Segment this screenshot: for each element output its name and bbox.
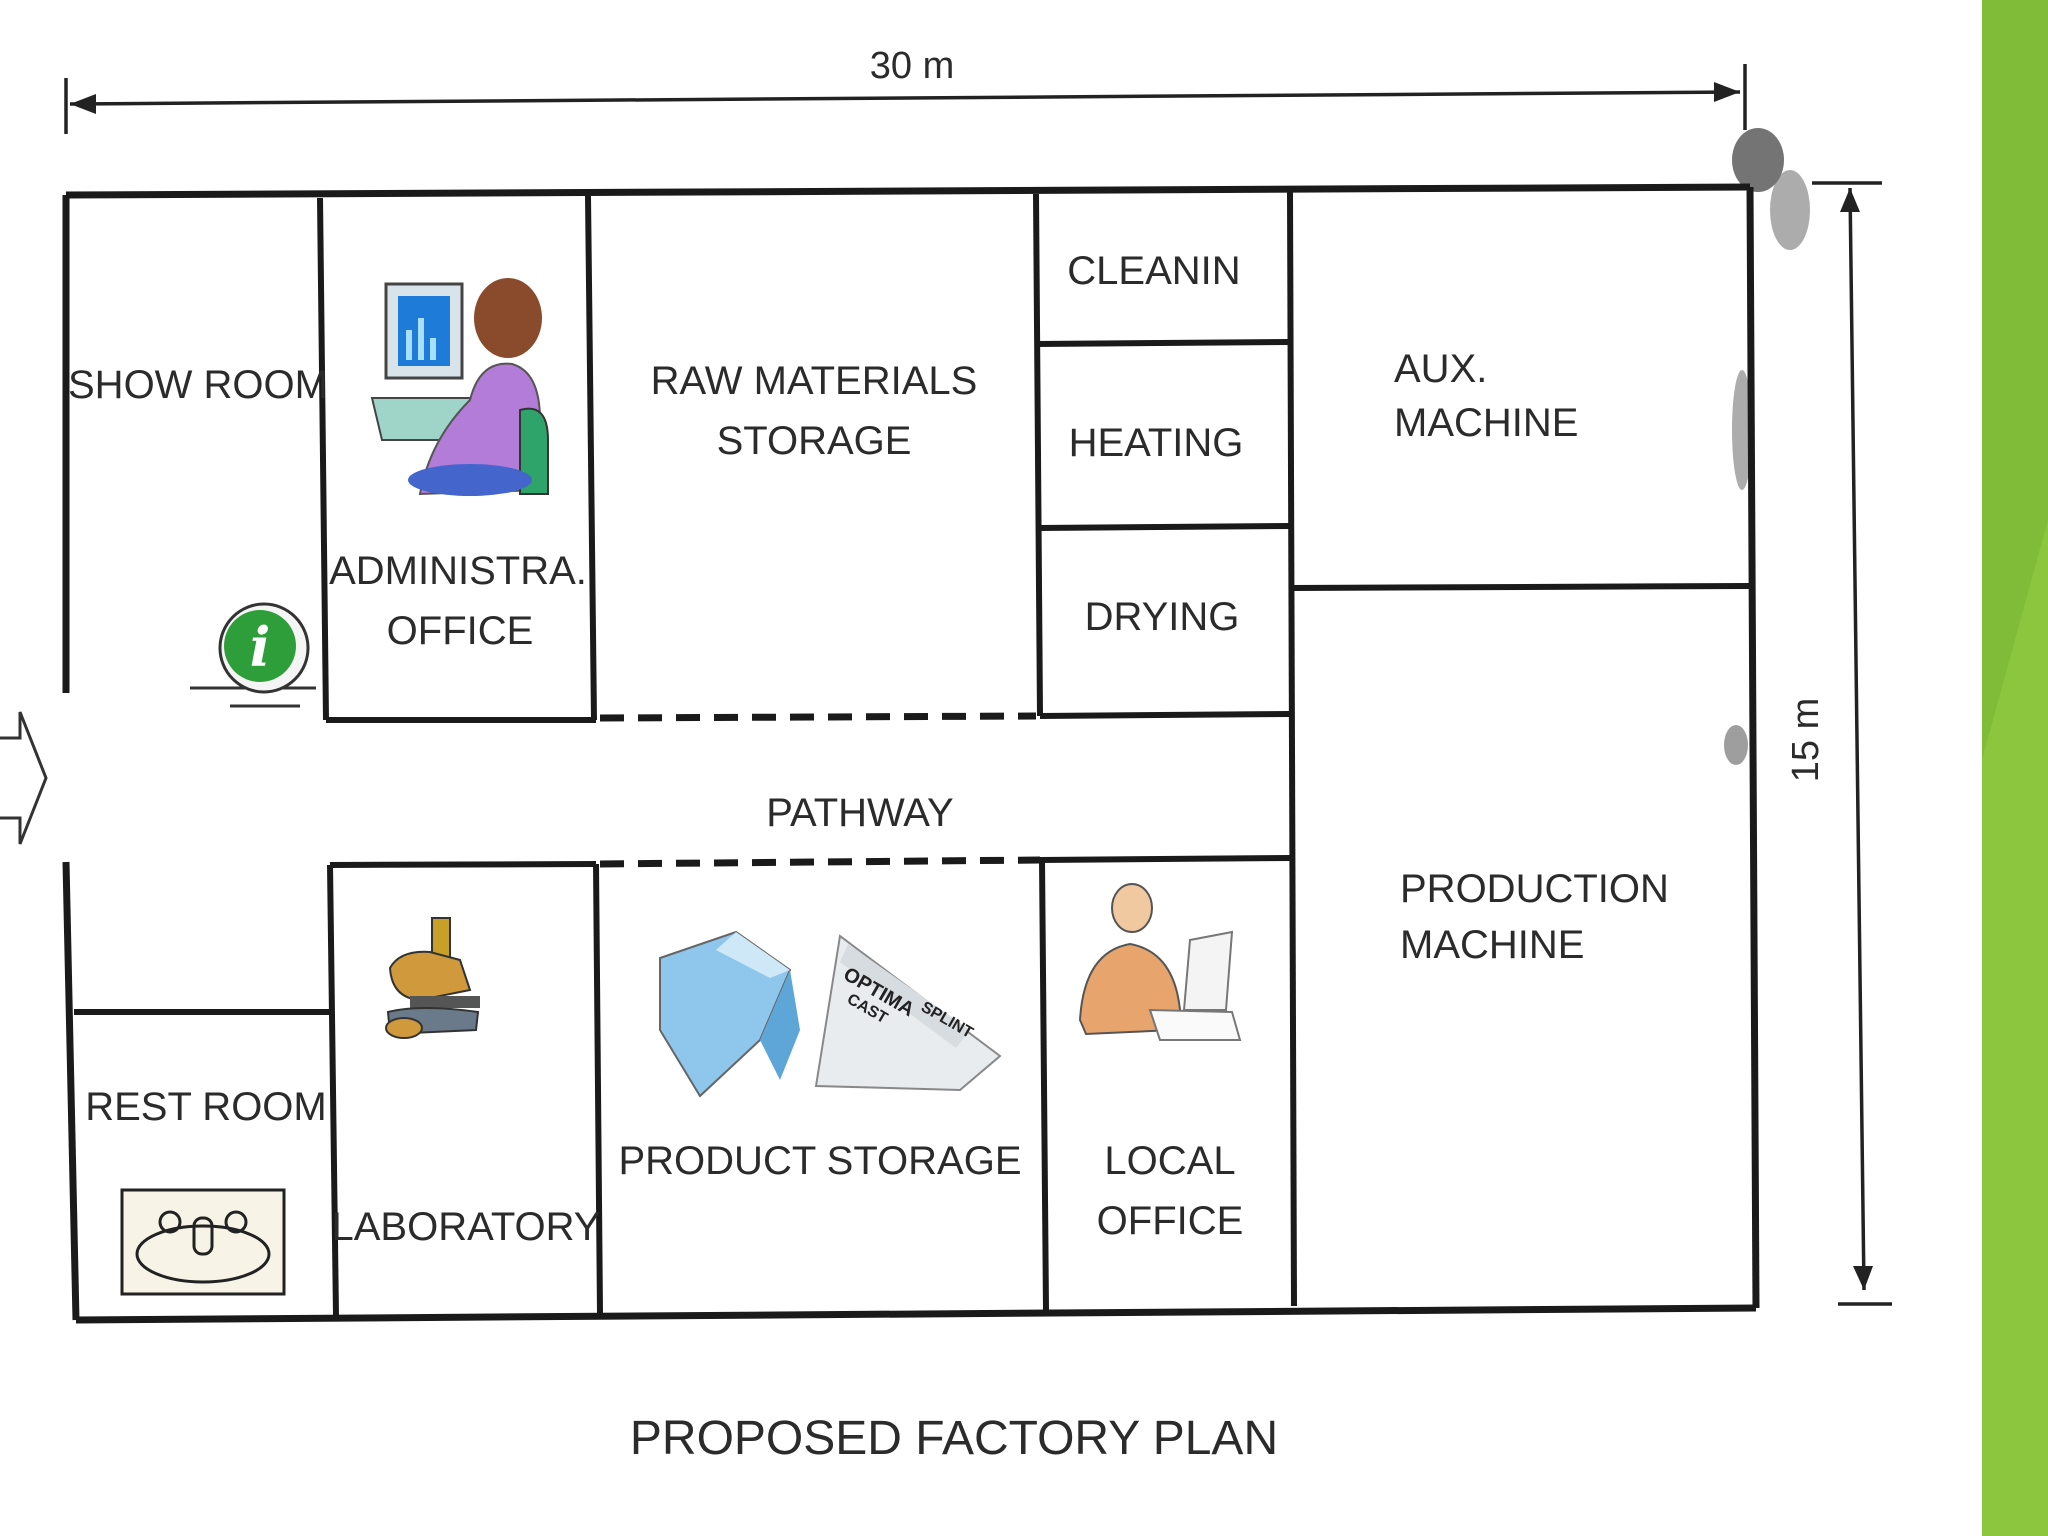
admin-office-label-line2: OFFICE <box>387 609 534 653</box>
aux-machine-label-line1: AUX. <box>1394 347 1487 391</box>
info-icon-letter: i <box>250 615 271 679</box>
laboratory-label: LABORATORY <box>332 1205 601 1249</box>
microscope-icon <box>385 917 480 1039</box>
entrance-arrow-icon <box>0 711 48 845</box>
outer-walls <box>62 183 1760 1324</box>
height-label: 15 m <box>1785 698 1827 782</box>
rest-room-label: REST ROOM <box>85 1085 327 1129</box>
heating-label: HEATING <box>1069 421 1244 465</box>
height-dimension: 15 m <box>1785 181 1892 1306</box>
pathway-label: PATHWAY <box>766 791 953 835</box>
width-dimension: 30 m <box>64 45 1747 134</box>
local-office-label-line1: LOCAL <box>1104 1139 1235 1183</box>
plan-title: PROPOSED FACTORY PLAN <box>630 1412 1278 1465</box>
width-label: 30 m <box>870 45 954 87</box>
production-machine-label-line1: PRODUCTION <box>1400 867 1669 911</box>
raw-materials-label-line1: RAW MATERIALS <box>651 359 978 403</box>
local-office-label-line2: OFFICE <box>1097 1199 1244 1243</box>
interior-walls <box>74 191 1751 1317</box>
sink-icon <box>120 1188 286 1296</box>
raw-materials-label-line2: STORAGE <box>717 419 912 463</box>
product-storage-label: PRODUCT STORAGE <box>618 1139 1021 1183</box>
admin-office-label-line1: ADMINISTRA. <box>329 549 587 593</box>
cleaning-label: CLEANIN <box>1067 249 1240 293</box>
drying-label: DRYING <box>1085 595 1240 639</box>
show-room-label: SHOW ROOM <box>68 363 328 407</box>
man-at-desk-icon <box>1078 883 1242 1041</box>
info-icon: i <box>190 602 316 708</box>
accent-bar-shade <box>1982 0 2048 760</box>
office-worker-computer-icon <box>370 278 549 496</box>
scan-smudge <box>1724 128 1810 765</box>
production-machine-label-line2: MACHINE <box>1400 923 1584 967</box>
aux-machine-label-line2: MACHINE <box>1394 401 1578 445</box>
product-box-icon: OPTIMA CAST SPLINT <box>659 930 1002 1098</box>
